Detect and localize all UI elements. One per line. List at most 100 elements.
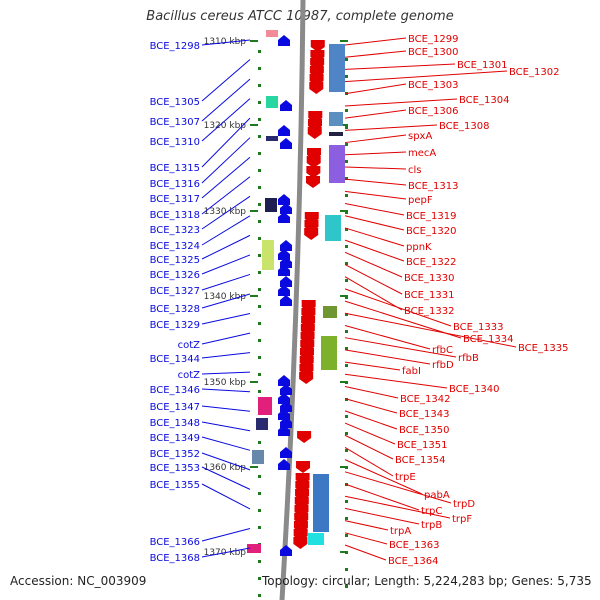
- left-gene-connector: [201, 273, 251, 291]
- right-gene-connector: [344, 239, 405, 262]
- right-feature-box: [321, 336, 337, 370]
- left-gene-label: BCE_1349: [150, 433, 200, 444]
- minor-tick-right: [345, 194, 348, 197]
- right-gene-connector: [344, 227, 405, 247]
- right-gene-connector: [344, 447, 394, 477]
- right-gene-label: BCE_1308: [439, 121, 489, 132]
- minor-tick-right: [345, 330, 348, 333]
- minor-tick-right: [345, 500, 348, 503]
- scale-label: 1310 kbp: [204, 37, 247, 47]
- left-feature-box: [252, 450, 264, 464]
- left-gene-label: cotZ: [178, 370, 201, 381]
- left-gene-label: BCE_1346: [150, 385, 200, 396]
- left-gene-label: BCE_1307: [150, 117, 200, 128]
- minor-tick-left: [258, 84, 261, 87]
- minor-tick-left: [258, 560, 261, 563]
- minor-tick-left: [258, 186, 261, 189]
- minor-tick-right: [345, 381, 348, 384]
- left-gene-connector: [201, 78, 251, 122]
- right-gene-connector: [344, 124, 438, 131]
- right-gene-label: BCE_1334: [463, 334, 513, 345]
- right-gene-label: BCE_1304: [459, 95, 509, 106]
- minor-tick-right: [345, 568, 348, 571]
- left-gene-label: BCE_1323: [150, 225, 200, 236]
- scale-label: 1320 kbp: [204, 121, 247, 131]
- right-gene-connector: [344, 190, 407, 200]
- right-feature-box: [323, 306, 337, 318]
- left-gene-label: BCE_1348: [150, 418, 200, 429]
- right-gene-label: fabI: [402, 366, 421, 377]
- left-feature-box: [256, 418, 268, 430]
- minor-tick-left: [258, 118, 261, 121]
- right-gene-label: BCE_1335: [518, 343, 568, 354]
- left-gene-label: cotZ: [178, 340, 201, 351]
- right-gene-connector: [344, 151, 407, 156]
- topology-text: Topology: circular; Length: 5,224,283 bp…: [262, 574, 592, 588]
- right-gene-connector: [344, 495, 451, 519]
- right-gene-label: BCE_1351: [397, 440, 447, 451]
- right-gene-connector: [344, 203, 405, 216]
- minor-tick-left: [258, 356, 261, 359]
- right-gene-glyph: [310, 40, 325, 52]
- left-gene-connector: [201, 466, 251, 490]
- left-feature-box: [266, 30, 278, 37]
- left-feature-box: [262, 240, 274, 270]
- right-gene-label: BCE_1302: [509, 67, 559, 78]
- right-gene-connector: [344, 532, 388, 545]
- minor-tick-right: [345, 296, 348, 299]
- left-gene-connector: [201, 215, 251, 246]
- right-feature-box: [313, 474, 329, 532]
- right-gene-label: mecA: [408, 148, 436, 159]
- right-gene-connector: [344, 410, 398, 430]
- right-gene-glyph: [306, 156, 321, 168]
- right-gene-label: BCE_1340: [449, 384, 499, 395]
- right-feature-box: [329, 44, 345, 92]
- right-gene-label: BCE_1343: [399, 409, 449, 420]
- right-gene-label: BCE_1331: [404, 290, 454, 301]
- right-gene-connector: [344, 37, 407, 46]
- minor-tick-right: [345, 228, 348, 231]
- left-gene-glyph: [278, 459, 290, 470]
- minor-tick-right: [345, 143, 348, 146]
- right-gene-label: trpD: [453, 499, 475, 510]
- scale-label: 1360 kbp: [204, 463, 247, 473]
- minor-tick-left: [258, 50, 261, 53]
- left-gene-connector: [201, 234, 251, 260]
- left-gene-label: BCE_1355: [150, 480, 200, 491]
- right-gene-glyph: [297, 431, 312, 443]
- minor-tick-right: [345, 466, 348, 469]
- right-feature-box: [325, 215, 341, 241]
- left-gene-connector: [201, 405, 251, 412]
- right-gene-label: BCE_1320: [406, 226, 456, 237]
- left-gene-label: BCE_1366: [150, 537, 200, 548]
- left-gene-glyph: [278, 393, 290, 404]
- minor-tick-left: [258, 339, 261, 342]
- right-gene-label: BCE_1354: [395, 455, 445, 466]
- right-gene-label: trpA: [390, 526, 411, 537]
- scale-label: 1340 kbp: [204, 292, 247, 302]
- left-gene-glyph: [280, 545, 292, 556]
- right-gene-glyph: [296, 461, 311, 473]
- right-gene-connector: [344, 471, 452, 504]
- right-gene-label: trpE: [395, 472, 416, 483]
- left-gene-label: BCE_1352: [150, 449, 200, 460]
- right-gene-connector: [344, 276, 403, 311]
- minor-tick-right: [345, 347, 348, 350]
- minor-tick-right: [345, 415, 348, 418]
- accession-text: Accession: NC_003909: [10, 574, 147, 588]
- left-gene-connector: [201, 176, 251, 215]
- minor-tick-left: [258, 441, 261, 444]
- minor-tick-left: [258, 322, 261, 325]
- right-gene-label: BCE_1332: [404, 306, 454, 317]
- right-gene-connector: [344, 385, 399, 399]
- right-gene-label: pepF: [408, 195, 433, 206]
- right-gene-glyph: [299, 372, 314, 384]
- right-gene-label: ppnK: [406, 242, 432, 253]
- right-feature-box: [329, 112, 343, 126]
- right-gene-connector: [344, 251, 403, 278]
- left-gene-glyph: [278, 265, 290, 276]
- left-gene-label: BCE_1326: [150, 270, 200, 281]
- left-gene-connector: [201, 388, 251, 393]
- minor-tick-right: [345, 58, 348, 61]
- minor-tick-left: [258, 373, 261, 376]
